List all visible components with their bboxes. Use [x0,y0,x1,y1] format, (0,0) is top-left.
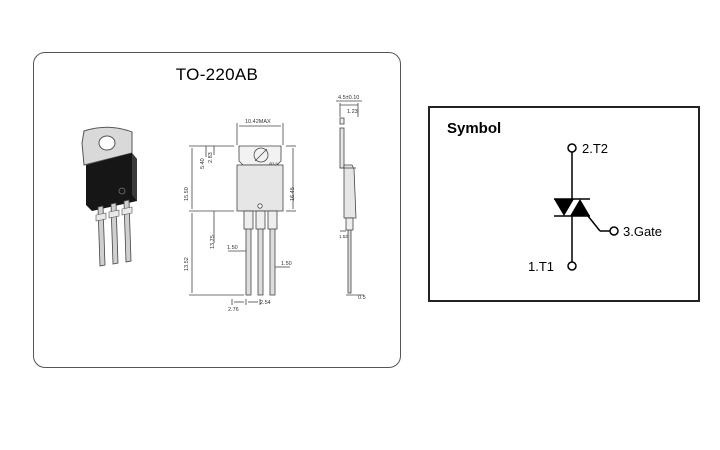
triac-triangle-down [554,199,574,216]
gate-terminal [609,226,619,236]
package-drawing: 10.42MAX Ø3.6 16.45 15.50 5.40 2.83 13.7… [81,95,366,313]
dim-label: 13.75 [210,235,216,249]
dim-label: 1.50 [227,245,238,251]
dim-label: 1.50 [281,261,292,267]
dim-label: Ø3.6 [269,161,278,166]
front-view-drawing [189,123,296,305]
symbol-title: Symbol [447,120,502,137]
symbol-panel: Symbol 2.T2 3.Gate 1.T1 [428,106,700,302]
package-title: TO-220AB [175,65,259,84]
gate-label: 3.Gate [623,224,662,239]
dim-label: 13.52 [184,257,190,271]
t2-label: 2.T2 [582,141,608,156]
t2-terminal [567,143,577,153]
transistor-illustration [81,126,137,267]
dim-label: 2.54 [260,300,271,306]
dim-label: 10.42MAX [245,119,271,125]
dim-label: 0.5 [358,295,366,301]
dim-label: 1.52 [339,234,348,239]
dim-label: 16.45 [290,187,296,201]
dim-label: 5.40 [200,158,206,169]
side-view-drawing [336,100,364,296]
front-view-dimension-labels: 10.42MAX Ø3.6 16.45 15.50 5.40 2.83 13.7… [184,119,296,313]
package-panel: TO-220AB [33,52,401,368]
dim-label: 2.76 [228,307,239,313]
dim-label: 15.50 [184,187,190,201]
side-view-dimension-labels: 4.5±0.10 1.23 1.52 0.5 [338,95,366,301]
t1-label: 1.T1 [528,259,554,274]
dim-label: 1.23 [347,109,358,115]
t1-terminal [567,261,577,271]
dim-label: 2.83 [208,152,214,163]
dim-label: 4.5±0.10 [338,95,359,101]
triac-symbol: 2.T2 3.Gate 1.T1 [528,141,662,274]
triac-triangle-up [570,199,590,216]
